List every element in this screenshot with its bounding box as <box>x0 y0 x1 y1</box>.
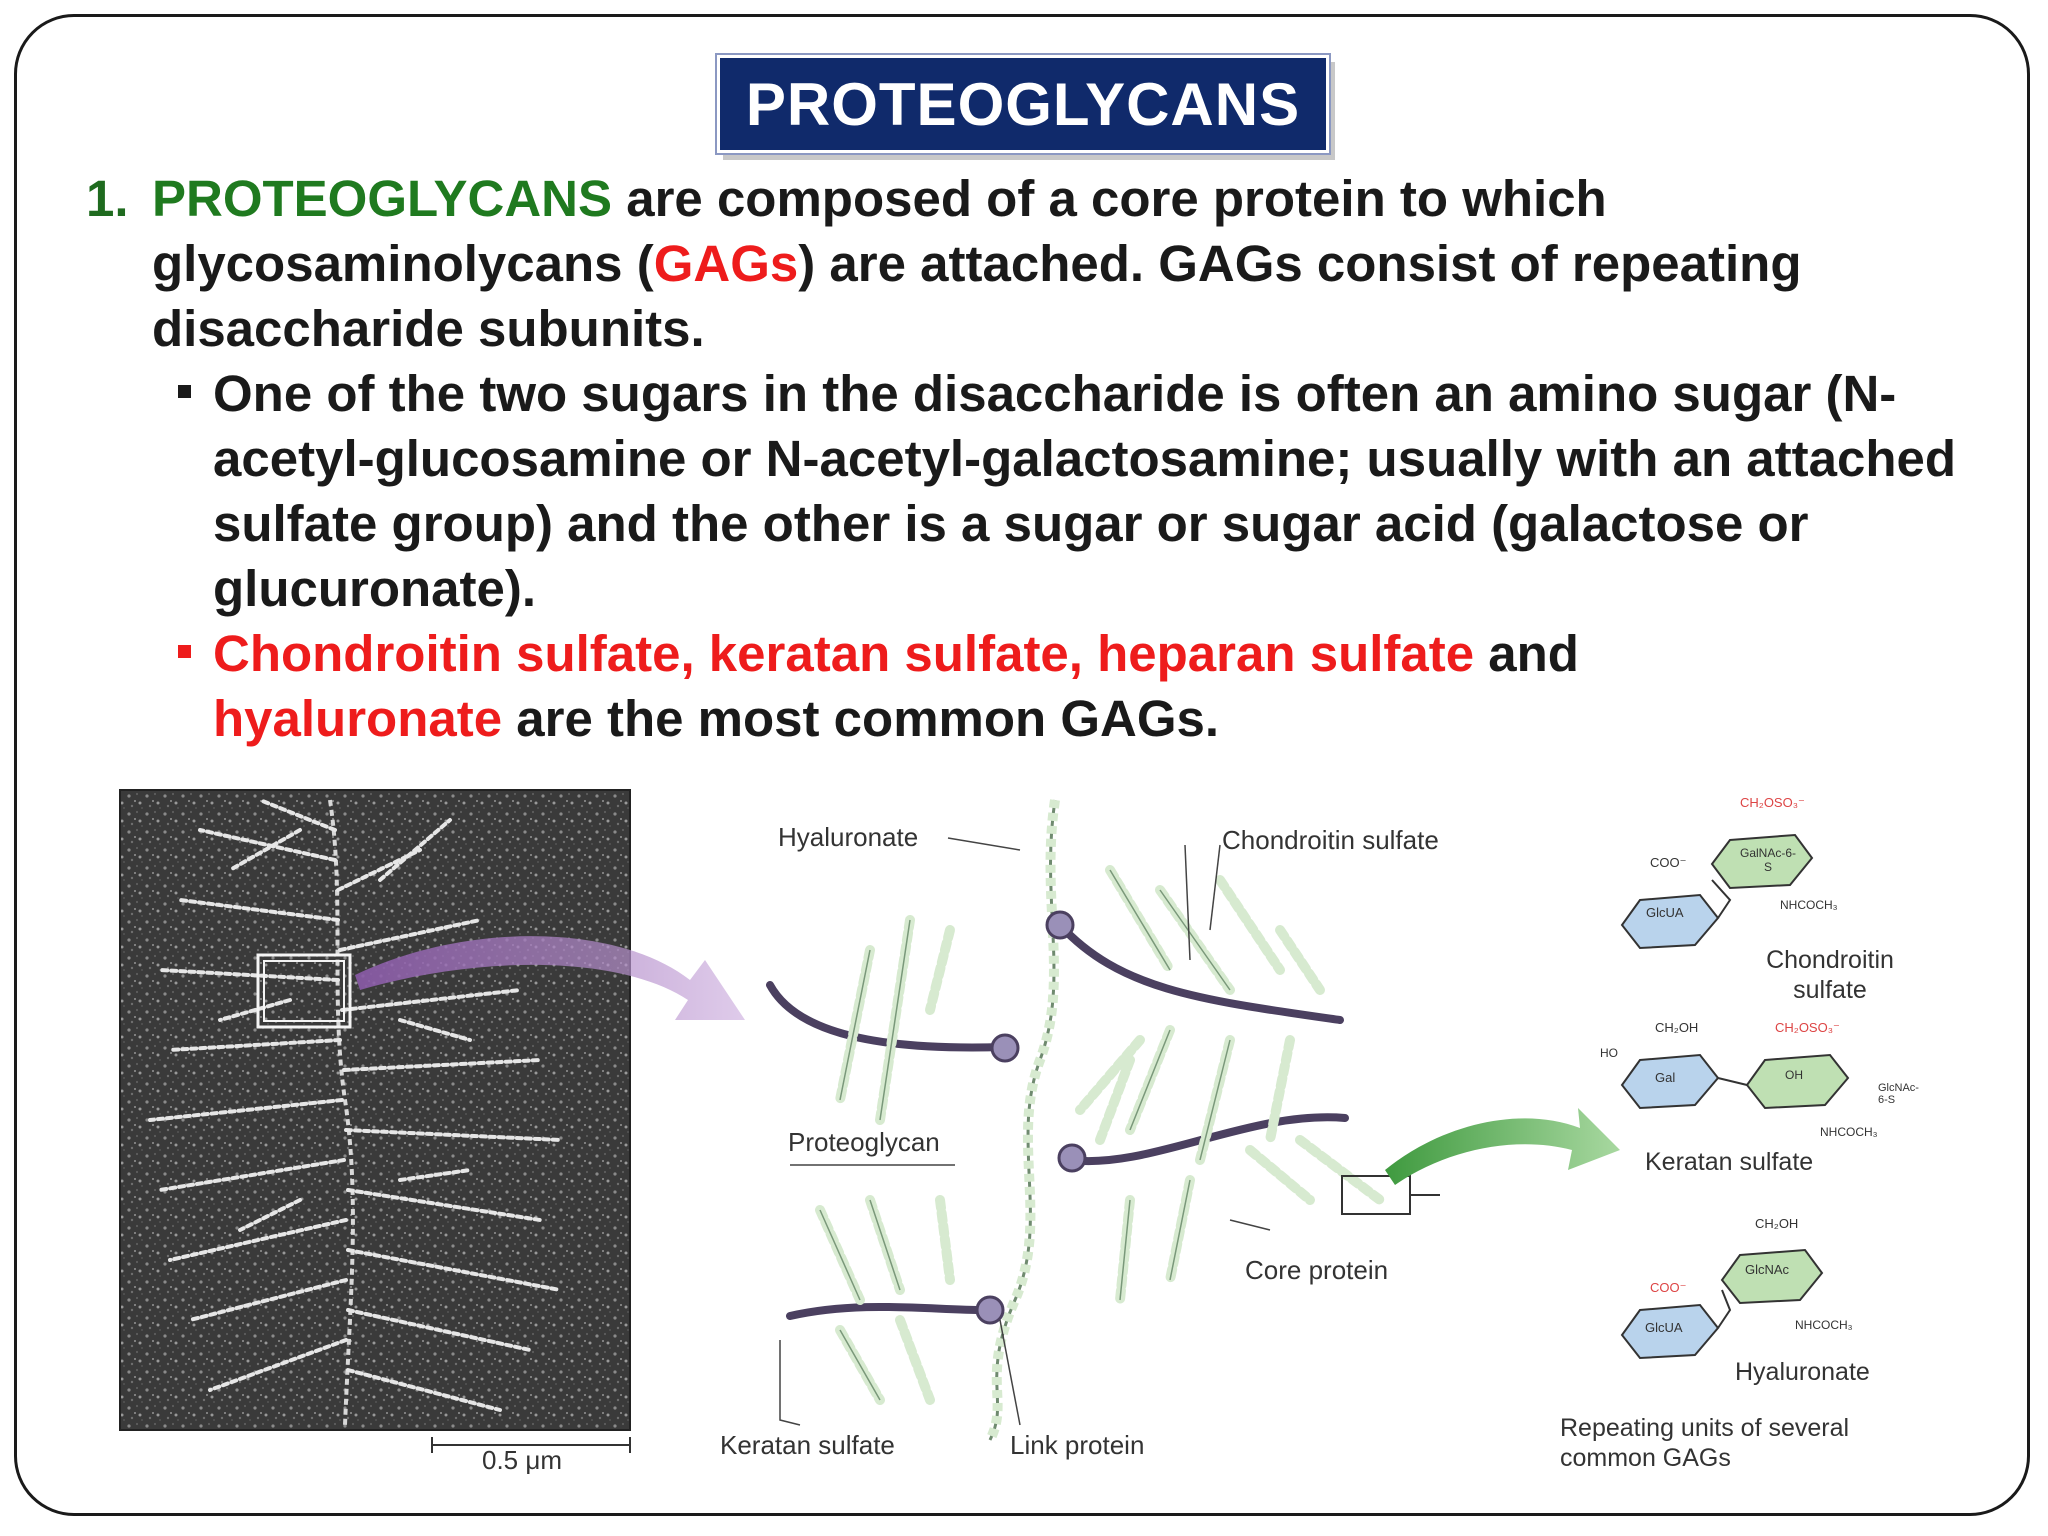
chem-keratan-name: Keratan sulfate <box>1645 1148 1814 1176</box>
slide-frame <box>14 14 2030 1516</box>
chem-hyaluronate-name: Hyaluronate <box>1735 1358 1870 1386</box>
slide-title-box: PROTEOGLYCANS <box>715 53 1331 155</box>
label-proteoglycan: Proteoglycan <box>788 1127 940 1157</box>
chem-galnac: GalNAc-6-S <box>1739 846 1796 874</box>
chem-nhcoch3-2: NHCOCH₃ <box>1820 1125 1878 1139</box>
green-arrow <box>1385 1108 1620 1185</box>
slide-title: PROTEOGLYCANS <box>745 70 1301 138</box>
chem-ch2oso3-2: CH₂OSO₃⁻ <box>1775 1020 1840 1035</box>
bullet-2-red2: hyaluronate <box>213 690 503 747</box>
chem-glcua-2: GlcUA <box>1645 1320 1683 1335</box>
chem-glcnac: GlcNAc <box>1745 1262 1790 1277</box>
bullet-2-red: Chondroitin sulfate, keratan sulfate, he… <box>213 625 1475 682</box>
label-link-protein: Link protein <box>1010 1430 1145 1460</box>
point-1-term: PROTEOGLYCANS <box>152 170 613 227</box>
chem-oh-2: OH <box>1785 1068 1803 1082</box>
proteoglycan-aggregate-diagram <box>766 799 1440 1443</box>
chem-ch2oh-1: CH₂OH <box>1655 1020 1699 1035</box>
label-core-protein: Core protein <box>1245 1255 1389 1285</box>
bullet-1: One of the two sugars in the disaccharid… <box>86 361 1986 621</box>
point-1-text-a: are composed of a core protein to which … <box>152 170 1607 292</box>
point-1-gags: GAGs <box>653 235 799 292</box>
label-hyaluronate: Hyaluronate <box>778 822 919 852</box>
electron-micrograph <box>119 789 631 1431</box>
chem-glcnac6s: GlcNAc-6-S <box>1878 1082 1919 1106</box>
chem-coo-2: COO⁻ <box>1650 1280 1687 1295</box>
purple-arrow <box>355 936 745 1020</box>
slide-body: 1. PROTEOGLYCANS are composed of a core p… <box>86 166 1986 751</box>
chem-ho: HO <box>1600 1046 1618 1060</box>
scale-bar-label: 0.5 μm <box>482 1445 563 1475</box>
chem-nhcoch3-3: NHCOCH₃ <box>1795 1318 1853 1332</box>
point-1-text-b: ) are attached. GAGs consist of repeatin… <box>152 235 1802 357</box>
label-chondroitin-sulfate: Chondroitin sulfate <box>1222 825 1439 855</box>
chemical-repeating-units <box>1620 833 1850 1360</box>
bullet-2-marker <box>178 645 191 658</box>
point-1-number: 1. <box>86 170 129 227</box>
bullet-2-and: and <box>1474 625 1579 682</box>
chem-ch2oso3-1: CH₂OSO₃⁻ <box>1740 795 1805 810</box>
chem-ch2oh-2: CH₂OH <box>1755 1216 1799 1231</box>
chem-glcua-1: GlcUA <box>1646 905 1684 920</box>
bullet-1-marker <box>178 385 191 398</box>
chem-chondroitin-name: Chondroitin sulfate <box>1766 946 1894 1004</box>
chem-caption: Repeating units of several common GAGs <box>1560 1414 1850 1472</box>
label-keratan-sulfate: Keratan sulfate <box>720 1430 895 1460</box>
bullet-2: Chondroitin sulfate, keratan sulfate, he… <box>86 621 1986 751</box>
scale-bar <box>431 1437 631 1453</box>
bullet-2-rest: are the most common GAGs. <box>502 690 1220 747</box>
chem-coo-1: COO⁻ <box>1650 855 1687 870</box>
point-1: 1. PROTEOGLYCANS are composed of a core p… <box>86 166 1986 361</box>
chem-gal: Gal <box>1655 1070 1676 1085</box>
chem-nhcoch3-1: NHCOCH₃ <box>1780 898 1838 912</box>
bullet-1-text: One of the two sugars in the disaccharid… <box>213 365 1957 617</box>
